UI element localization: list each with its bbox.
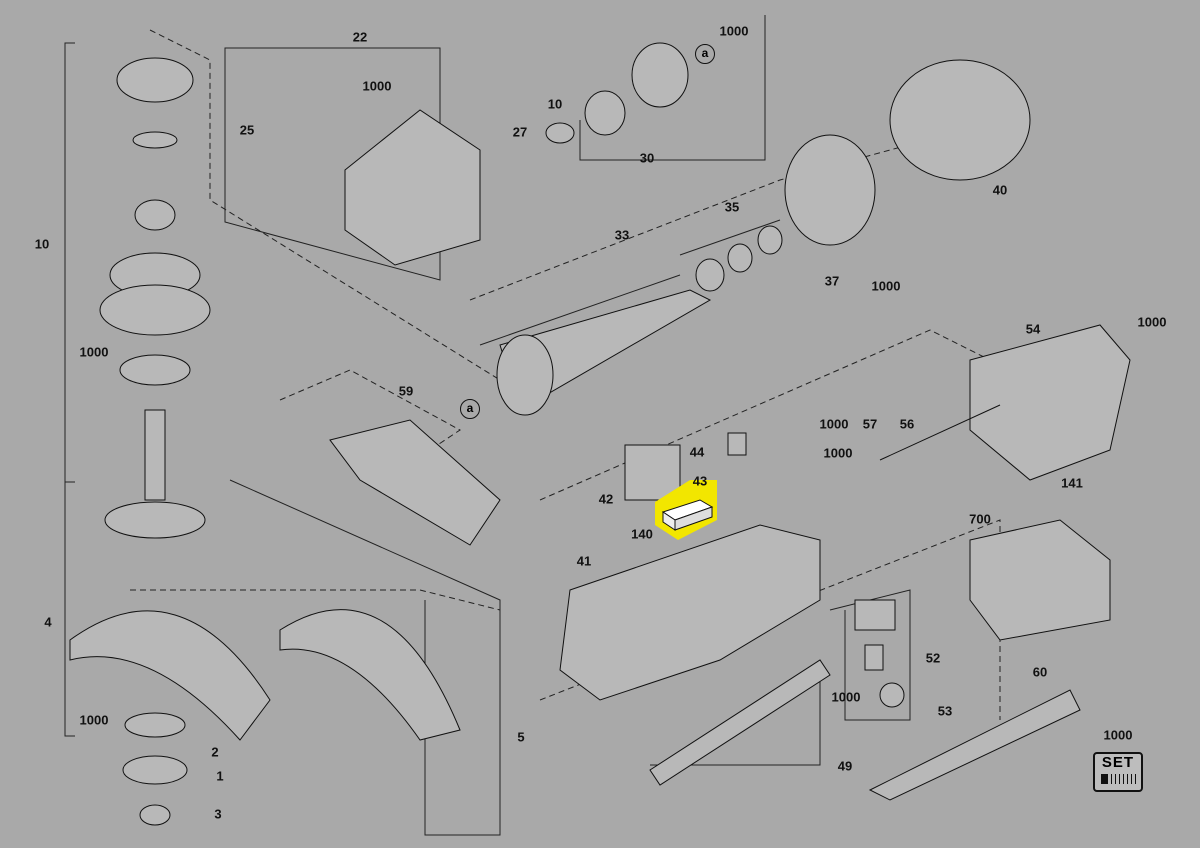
callout-700: 700 <box>969 511 991 527</box>
callout-1000: 1000 <box>871 278 901 294</box>
callout-30: 30 <box>639 150 655 166</box>
callout-2: 2 <box>211 744 219 760</box>
callout-41: 41 <box>576 553 592 569</box>
callout-1: 1 <box>216 768 224 784</box>
callout-22: 22 <box>352 29 368 45</box>
callout-60: 60 <box>1032 664 1048 680</box>
callout-3: 3 <box>214 806 222 822</box>
callout-53: 53 <box>937 703 953 719</box>
callout-57: 57 <box>862 416 878 432</box>
callout-49: 49 <box>837 758 853 774</box>
callout-10: 10 <box>547 96 563 112</box>
part-shapes <box>69 42 1131 826</box>
callout-1000: 1000 <box>831 689 861 705</box>
callout-140: 140 <box>631 526 653 542</box>
callout-56: 56 <box>899 416 915 432</box>
callout-25: 25 <box>239 122 255 138</box>
set-kit-icon: SET <box>1093 752 1143 792</box>
callout-44: 44 <box>689 444 705 460</box>
callout-1000: 1000 <box>79 712 109 728</box>
callout-33: 33 <box>614 227 630 243</box>
callout-27: 27 <box>512 124 528 140</box>
callout-59: 59 <box>398 383 414 399</box>
callout-1000: 1000 <box>1103 727 1133 743</box>
callout-40: 40 <box>992 182 1008 198</box>
callout-5: 5 <box>517 729 525 745</box>
callout-1000: 1000 <box>719 23 749 39</box>
callout-54: 54 <box>1025 321 1041 337</box>
callout-42: 42 <box>598 491 614 507</box>
callout-1000: 1000 <box>819 416 849 432</box>
highlight-part-43[interactable] <box>655 480 717 540</box>
reference-mark: a <box>460 399 480 419</box>
callout-43[interactable]: 43 <box>692 473 708 489</box>
callout-141: 141 <box>1061 475 1083 491</box>
callout-37: 37 <box>824 273 840 289</box>
callout-10: 10 <box>34 236 50 252</box>
callout-35: 35 <box>724 199 740 215</box>
set-label: SET <box>1101 754 1135 771</box>
reference-mark: a <box>695 44 715 64</box>
bracket-4 <box>64 481 75 737</box>
callout-52: 52 <box>925 650 941 666</box>
callout-1000: 1000 <box>1137 314 1167 330</box>
callout-1000: 1000 <box>823 445 853 461</box>
callout-1000: 1000 <box>362 78 392 94</box>
callout-1000: 1000 <box>79 344 109 360</box>
spring-icon <box>1101 774 1139 784</box>
bracket-10 <box>64 42 75 483</box>
callout-4: 4 <box>44 614 52 630</box>
